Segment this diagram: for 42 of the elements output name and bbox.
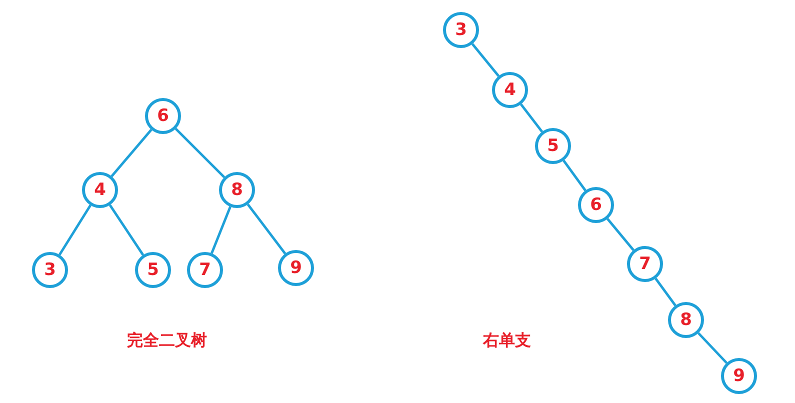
tree-edge [174, 128, 226, 178]
tree-edge [520, 104, 544, 132]
tree-edge [562, 160, 586, 192]
tree-node-circle [668, 302, 704, 338]
tree-edge [471, 43, 500, 77]
node-value: 6 [157, 108, 169, 124]
node-value: 4 [504, 82, 516, 98]
tree-node-circle [627, 246, 663, 282]
tree-node-circle [721, 358, 757, 394]
node-value: 9 [733, 368, 745, 384]
tree-node-circle [82, 172, 118, 208]
node-value: 7 [199, 262, 211, 278]
node-value: 4 [94, 182, 106, 198]
node-value: 5 [147, 262, 159, 278]
tree-edge [697, 332, 728, 364]
node-value: 8 [231, 182, 243, 198]
tree-edge [58, 204, 92, 256]
tree-edge [108, 204, 144, 256]
tree-node-circle [32, 252, 68, 288]
tree-node-circle [278, 250, 314, 286]
tree-node-circle [219, 172, 255, 208]
node-value: 6 [590, 196, 602, 214]
tree-node-circle [145, 98, 181, 134]
tree-node-circle [578, 187, 614, 223]
node-value: 3 [455, 22, 467, 38]
tree-node-circle [135, 252, 171, 288]
node-value: 5 [547, 138, 559, 154]
node-value: 3 [44, 262, 56, 278]
tree-caption: 右单支 [483, 330, 531, 352]
tree-edge [110, 128, 152, 178]
tree-edge [246, 204, 286, 254]
tree-edge [210, 206, 232, 254]
node-value: 9 [290, 260, 302, 276]
tree-node-circle [535, 128, 571, 164]
node-value: 7 [639, 256, 651, 272]
tree-edge [654, 278, 676, 306]
tree-caption: 完全二叉树 [127, 330, 207, 352]
tree-node-circle [492, 72, 528, 108]
node-value: 8 [680, 312, 692, 328]
tree-node-circle [443, 12, 479, 48]
tree-node-circle [187, 252, 223, 288]
tree-edge [606, 218, 634, 251]
